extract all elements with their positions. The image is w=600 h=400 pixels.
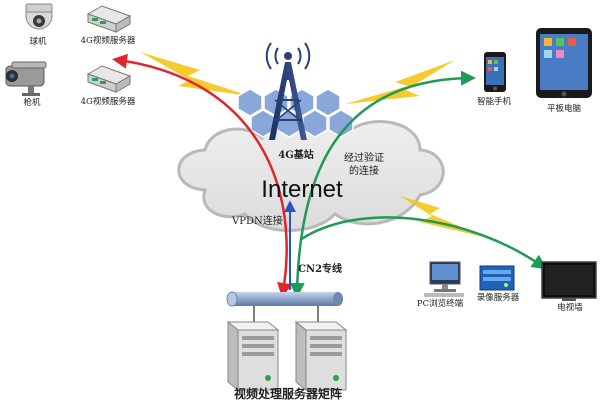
gun-camera-label: 枪机 — [23, 97, 41, 108]
verified-connection-label-line1: 经过验证 — [344, 151, 384, 164]
dome-camera-icon — [25, 3, 53, 30]
4g-video-server-top-label: 4G视频服务器 — [81, 35, 136, 46]
base-station-label: 4G基站 — [278, 148, 314, 161]
internet-label: Internet — [261, 176, 343, 203]
wireless-link-right-icon — [345, 60, 455, 104]
4g-video-server-top-icon — [86, 5, 132, 33]
gun-camera-icon — [5, 61, 47, 96]
wireless-link-left-icon — [140, 52, 250, 96]
tv-wall-label: 电视墙 — [557, 302, 583, 313]
server-network-bus — [226, 291, 343, 326]
cn2-label: CN2专线 — [298, 262, 342, 275]
processing-server-right-icon — [294, 320, 348, 392]
processing-server-left-icon — [226, 320, 280, 392]
tablet-label: 平板电脑 — [547, 103, 582, 114]
pc-client-icon — [424, 261, 464, 297]
verified-connection-label-line2: 的连接 — [349, 164, 379, 177]
verified-connection-line — [289, 70, 476, 298]
smartphone-icon — [484, 52, 506, 92]
dome-camera-label: 球机 — [29, 36, 47, 47]
tablet-icon — [536, 28, 592, 98]
server-matrix-label: 视频处理服务器矩阵 — [234, 386, 342, 400]
4g-video-server-bottom-icon — [86, 65, 132, 93]
pc-client-label: PC浏览终端 — [417, 298, 464, 309]
tv-wall-icon — [541, 261, 597, 301]
tv-wall-connection-line — [299, 216, 547, 270]
4g-video-server-bottom-label: 4G视频服务器 — [81, 96, 136, 107]
recording-server-icon — [479, 265, 515, 291]
smartphone-label: 智能手机 — [477, 96, 512, 107]
vpdn-connection-line — [112, 53, 292, 298]
vpdn-label: VPDN连接 — [231, 214, 283, 227]
recording-server-label: 录像服务器 — [477, 292, 520, 303]
